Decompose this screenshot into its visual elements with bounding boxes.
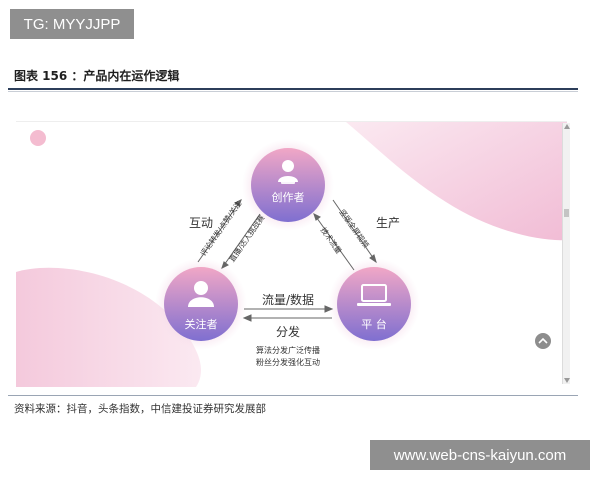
node-creator: 创作者 [251, 148, 325, 222]
node-follower-label: 关注者 [185, 317, 218, 331]
person-icon [188, 281, 214, 307]
tg-badge: TG: MYYJJPP [10, 9, 134, 39]
bg-blob-right [346, 122, 567, 241]
scroll-thumb[interactable] [564, 209, 569, 217]
bg-blob-left [16, 267, 201, 387]
source-note: 资料来源：抖音，头条指数，中信建投证券研究发展部 [14, 403, 266, 415]
note-fans: 粉丝分发强化互动 [256, 357, 320, 367]
text-vertical-video: 竖版全屏视频 [337, 207, 371, 250]
node-follower: 关注者 [164, 267, 238, 341]
label-traffic-data: 流量/数据 [262, 292, 314, 307]
laptop-icon [357, 284, 391, 306]
title-rule [8, 88, 578, 90]
figure-title: 图表 156 ：产品内在运作逻辑 [14, 69, 180, 83]
note-algorithm: 算法分发广泛传播 [256, 345, 320, 355]
node-creator-label: 创作者 [272, 191, 305, 204]
arrow-creator-follower [197, 199, 261, 269]
text-tech-traffic: 技术流量 [319, 225, 345, 256]
bottom-rule [8, 395, 578, 396]
node-platform-label: 平 台 [361, 317, 387, 331]
scroll-down-icon[interactable] [564, 378, 570, 383]
chevron-up-icon [538, 337, 548, 344]
arrow-follower-platform [242, 305, 334, 322]
title-rule-thin [8, 91, 578, 92]
person-icon [278, 160, 298, 184]
arrow-creator-platform [313, 199, 377, 271]
logic-diagram: 创作者 关注者 平 台 互动 生产 评论转发/点赞/关注 直播/达人挑战赛 竖版… [16, 121, 567, 387]
label-production: 生产 [376, 216, 400, 230]
scroll-top-button[interactable] [535, 333, 551, 349]
bg-dot [30, 130, 46, 146]
watermark: www.web-cns-kaiyun.com [370, 440, 590, 470]
diagram-canvas: 创作者 关注者 平 台 互动 生产 评论转发/点赞/关注 直播/达人挑战赛 竖版… [16, 122, 567, 387]
scrollbar[interactable] [562, 123, 570, 384]
text-live-challenge: 直播/达人挑战赛 [227, 212, 267, 263]
label-distribution: 分发 [276, 324, 300, 339]
node-platform: 平 台 [337, 267, 411, 341]
label-interaction: 互动 [189, 216, 213, 230]
scroll-up-icon[interactable] [564, 124, 570, 129]
